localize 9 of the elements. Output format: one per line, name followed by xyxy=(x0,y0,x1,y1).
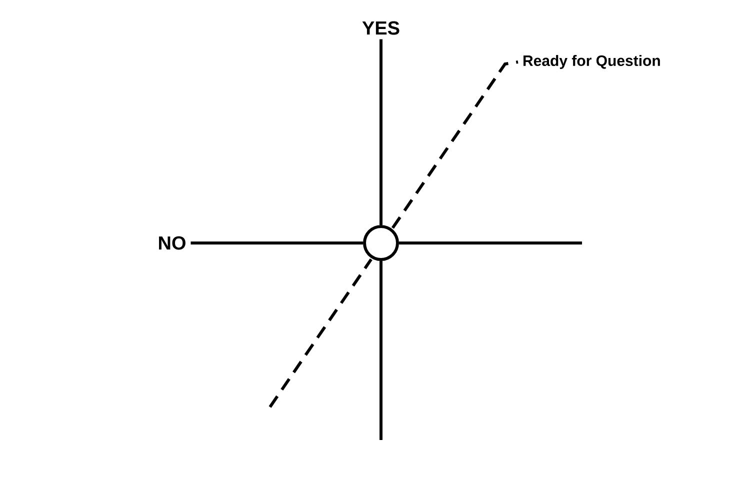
axis-line xyxy=(190,242,363,244)
dashed-line xyxy=(268,60,520,408)
axis-line xyxy=(380,261,382,440)
axis-line xyxy=(380,39,382,225)
axis-line xyxy=(399,242,582,244)
junction-circle xyxy=(363,225,399,261)
axis-label: YES xyxy=(362,21,400,35)
line-label: Ready for Question xyxy=(524,55,660,69)
axis-label: NO xyxy=(159,236,186,250)
